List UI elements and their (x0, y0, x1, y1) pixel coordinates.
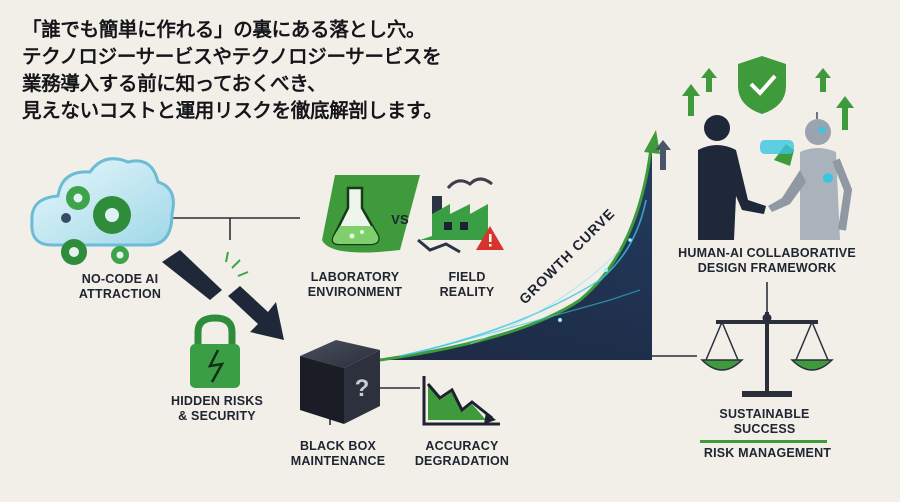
label-field-reality: FIELD REALITY (439, 270, 495, 299)
balance-scale-icon (700, 312, 834, 397)
declining-chart-icon (422, 376, 500, 426)
label-accuracy: ACCURACY DEGRADATION (414, 439, 510, 468)
label-no-code-ai: NO-CODE AI ATTRACTION (78, 272, 162, 301)
success-divider (700, 440, 827, 443)
cloud-gears-icon (30, 157, 175, 265)
headline-line-3: 業務導入する前に知っておくべき、 (22, 72, 327, 95)
headline-line-1: 「誰でも簡単に作れる」の裏にある落とし穴。 (22, 18, 426, 41)
upward-arrows-icon (655, 68, 854, 170)
headline-line-2: テクノロジーサービスやテクノロジーサービスを (22, 45, 442, 68)
label-vs: VS (391, 212, 409, 227)
label-hidden-risks: HIDDEN RISKS & SECURITY (171, 394, 263, 423)
black-box-question-mark: ? (355, 375, 370, 402)
broken-arrow-icon (162, 250, 284, 340)
growth-curve-area (379, 130, 660, 362)
shield-check-icon (738, 56, 786, 114)
factory-icon (417, 177, 504, 254)
label-black-box: BLACK BOX MAINTENANCE (290, 439, 386, 468)
label-sustainable-success: SUSTAINABLE SUCCESS (719, 407, 810, 436)
robot-icon (760, 112, 853, 240)
label-framework: HUMAN-AI COLLABORATIVE DESIGN FRAMEWORK (678, 246, 856, 275)
headline-line-4: 見えないコストと運用リスクを徹底解剖します。 (22, 99, 443, 122)
label-risk-management: RISK MANAGEMENT (703, 446, 832, 460)
laboratory-card (322, 175, 420, 253)
cracked-padlock-icon (190, 314, 240, 388)
black-box-icon (300, 340, 380, 424)
human-silhouette-icon (698, 115, 766, 240)
label-laboratory: LABORATORY ENVIRONMENT (307, 270, 403, 299)
headline: 「誰でも簡単に作れる」の裏にある落とし穴。 テクノロジーサービスやテクノロジーサ… (22, 16, 492, 124)
